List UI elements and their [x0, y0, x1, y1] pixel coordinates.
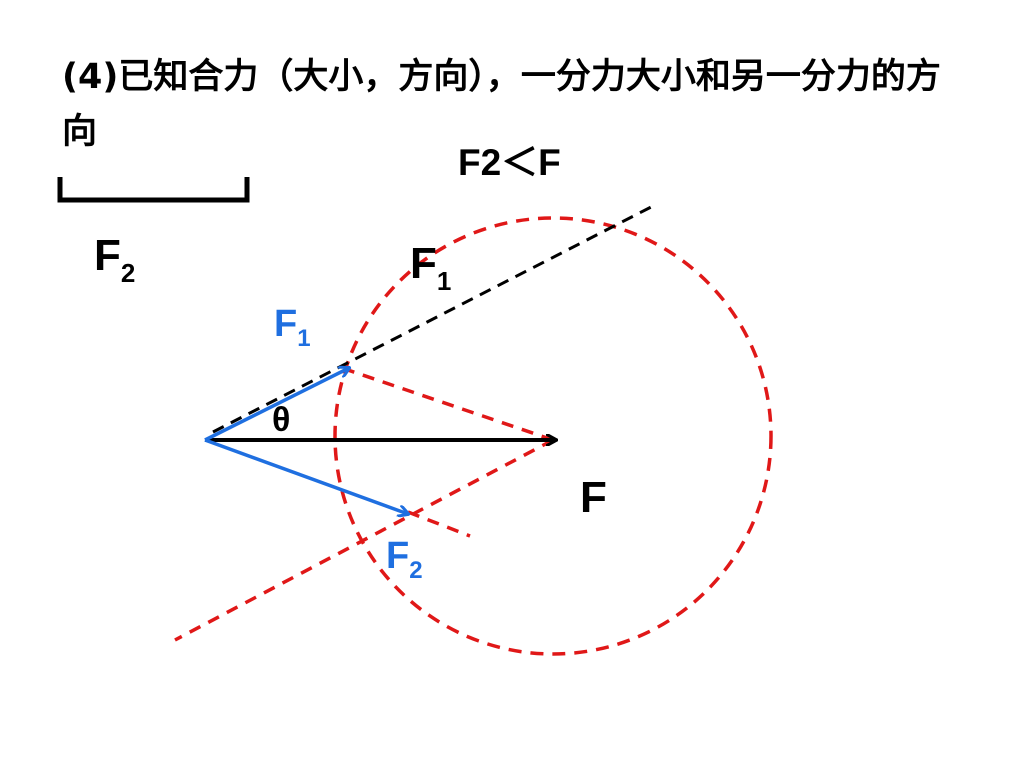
- component-vector-f2: [204, 438, 408, 514]
- condition-label: F2＜F: [458, 142, 561, 183]
- f1-direction-dashed-line: [212, 203, 656, 434]
- red-dashed-line-lower: [174, 438, 554, 642]
- red-dashed-line-extension: [407, 510, 471, 538]
- theta-label: θ: [272, 401, 290, 439]
- f1-direction-label: F1: [410, 239, 451, 296]
- component-vector-f1: [204, 368, 349, 442]
- f1-blue-label: F1: [274, 303, 311, 352]
- resultant-label: F: [580, 473, 607, 522]
- f2-reference-label: F2: [94, 231, 135, 288]
- red-dashed-line-upper: [344, 367, 554, 442]
- f2-blue-label: F2: [386, 535, 423, 584]
- problem-title: (4)已知合力（大小，方向），一分力大小和另一分力的方向: [62, 57, 941, 152]
- dashed-circle: [333, 216, 773, 656]
- f2-length-bracket: [57, 177, 250, 203]
